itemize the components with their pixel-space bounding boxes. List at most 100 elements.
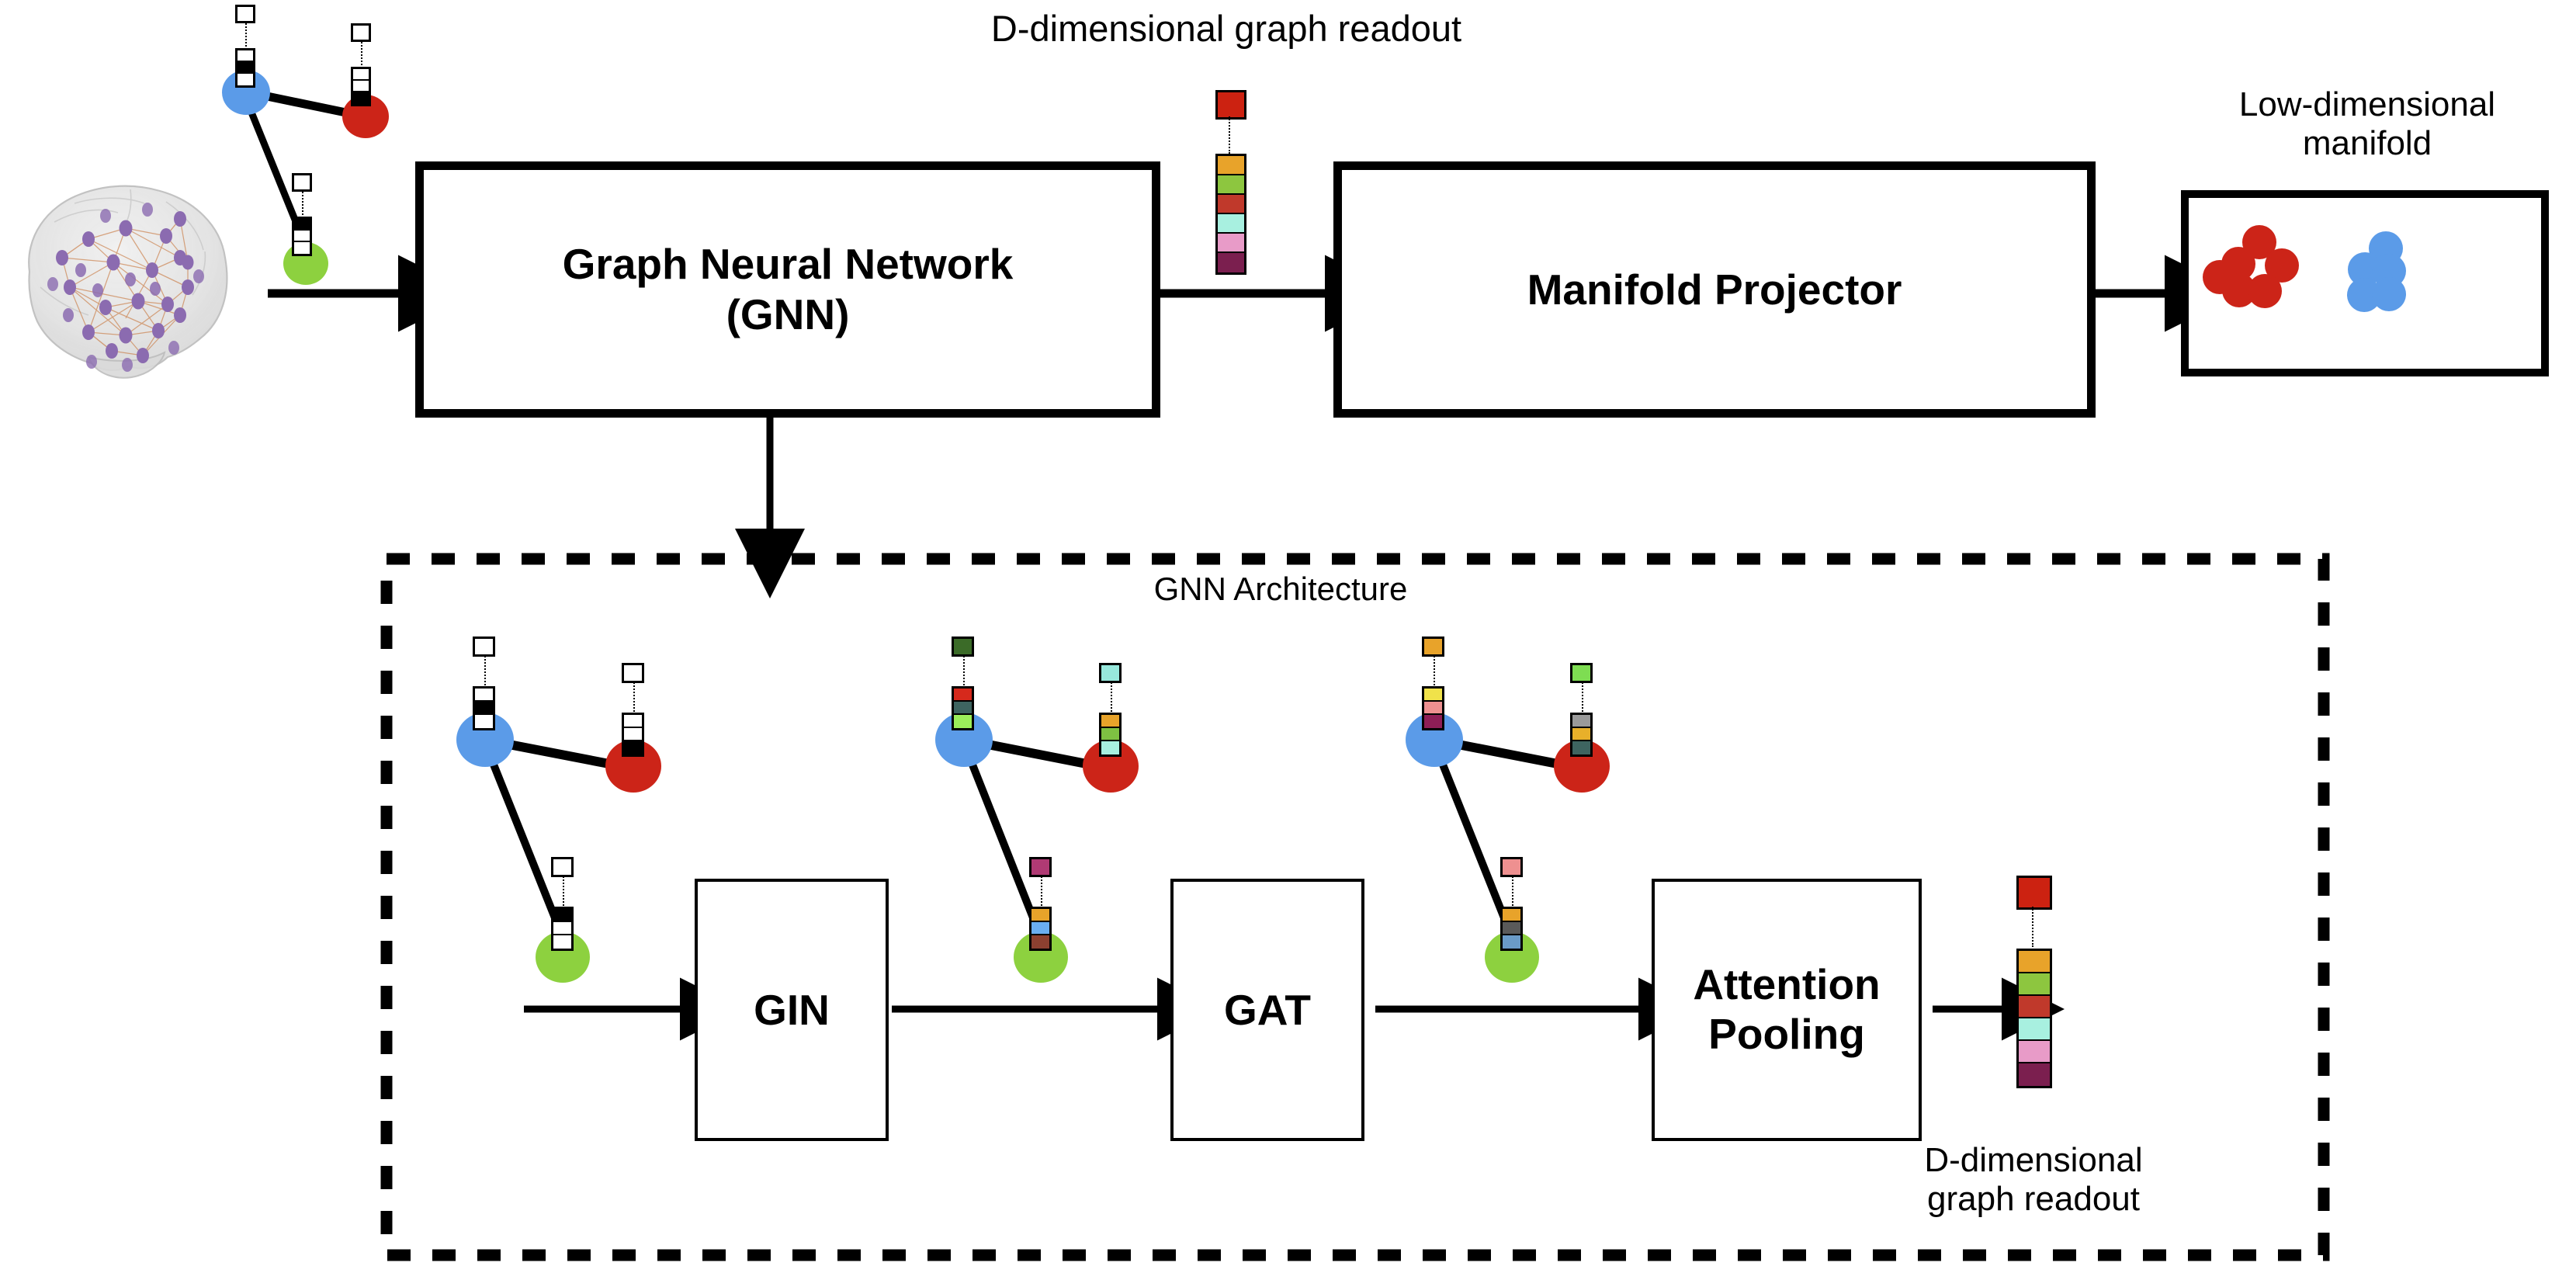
feature-cell <box>1503 935 1520 949</box>
feature-cell <box>294 231 310 242</box>
feature-cell <box>624 728 642 741</box>
readout-cell <box>2019 1018 2050 1041</box>
manifold-dot-blue <box>2372 277 2406 311</box>
stage2-blue-solo-cell <box>952 637 974 657</box>
feature-cell <box>1031 909 1049 922</box>
gin-block[interactable]: GIN <box>695 879 889 1141</box>
stage2-red-solo-cell <box>1099 663 1122 683</box>
feature-cell <box>475 702 493 715</box>
manifold-dot-red <box>2248 274 2282 308</box>
stage2-blue-feature-vector <box>952 686 974 730</box>
stage3-red-solo-cell <box>1570 663 1593 683</box>
readout-cell <box>2019 996 2050 1018</box>
feature-cell <box>353 69 369 81</box>
feature-cell <box>1031 935 1049 949</box>
feature-cell <box>553 922 571 935</box>
input-blue-solo-cell <box>235 5 255 23</box>
readout-cell <box>1218 195 1244 214</box>
gnn-architecture-dashed-border <box>380 553 2330 1261</box>
feature-cell <box>353 81 369 92</box>
input-green-solo-cell <box>292 173 312 192</box>
readout-cell <box>1218 175 1244 195</box>
gnn-architecture-container <box>380 553 2330 1261</box>
readout-cell <box>1218 214 1244 234</box>
top-readout-feature-vector <box>1215 154 1246 275</box>
readout-cell <box>1218 156 1244 175</box>
feature-cell <box>237 74 253 85</box>
bottom-readout-solo-cell <box>2016 876 2052 910</box>
input-blue-feature-vector <box>235 48 255 88</box>
stage2-red-feature-vector <box>1099 713 1122 757</box>
top-readout-label: D-dimensional graph readout <box>990 8 1462 49</box>
feature-cell <box>1101 715 1119 728</box>
bottom-readout-label: D-dimensional graph readout <box>1924 1141 2143 1219</box>
feature-cell <box>954 715 972 728</box>
stage3-blue-dotted-link <box>1434 650 1435 688</box>
stage2-green-solo-cell <box>1029 857 1052 877</box>
input-red-dotted-link <box>361 36 362 68</box>
bottom-readout-feature-vector <box>2016 949 2052 1088</box>
stage1-green-dotted-link <box>563 871 564 908</box>
input-green-dotted-link <box>302 186 303 218</box>
gin-block-label: GIN <box>754 986 830 1034</box>
gat-block-label: GAT <box>1223 986 1311 1034</box>
feature-cell <box>237 50 253 62</box>
stage1-red-solo-cell <box>622 663 644 683</box>
gnn-architecture-title: GNN Architecture <box>1153 571 1408 607</box>
stage1-green-feature-vector <box>551 907 574 951</box>
bottom-readout-dotted-link <box>2032 907 2033 947</box>
stage3-green-solo-cell <box>1500 857 1523 877</box>
feature-cell <box>1424 702 1442 715</box>
feature-cell <box>1572 715 1590 728</box>
feature-cell <box>624 741 642 754</box>
feature-cell <box>553 909 571 922</box>
readout-cell <box>2019 951 2050 973</box>
feature-cell <box>1101 728 1119 741</box>
manifold-label: Low-dimensional manifold <box>2238 85 2496 163</box>
top-readout-dotted-link <box>1229 116 1230 154</box>
readout-cell <box>2019 1063 2050 1086</box>
stage2-red-dotted-link <box>1111 677 1112 714</box>
stage1-blue-feature-vector <box>473 686 495 730</box>
feature-cell <box>1031 922 1049 935</box>
stage2-blue-dotted-link <box>963 650 965 688</box>
stage3-green-dotted-link <box>1512 871 1513 908</box>
feature-cell <box>294 242 310 254</box>
feature-cell <box>1503 922 1520 935</box>
stage1-red-feature-vector <box>622 713 644 757</box>
manifold-projector-block[interactable]: Manifold Projector <box>1333 161 2096 418</box>
stage1-green-solo-cell <box>551 857 574 877</box>
gnn-block[interactable]: Graph Neural Network (GNN) <box>415 161 1160 418</box>
readout-cell <box>2019 973 2050 996</box>
stage3-blue-solo-cell <box>1422 637 1444 657</box>
brain-connectome-icon <box>14 171 247 380</box>
gat-block[interactable]: GAT <box>1170 879 1364 1141</box>
input-red-feature-vector <box>351 67 371 106</box>
feature-cell <box>1572 728 1590 741</box>
feature-cell <box>1572 741 1590 754</box>
feature-cell <box>475 689 493 702</box>
input-blue-dotted-link <box>245 17 247 50</box>
top-readout-solo-cell <box>1215 90 1246 120</box>
feature-cell <box>553 935 571 949</box>
feature-cell <box>624 715 642 728</box>
input-green-feature-vector <box>292 217 312 256</box>
input-red-solo-cell <box>351 23 371 42</box>
feature-cell <box>954 702 972 715</box>
feature-cell <box>1101 741 1119 754</box>
stage1-blue-solo-cell <box>473 637 495 657</box>
feature-cell <box>353 92 369 104</box>
readout-cell <box>1218 234 1244 253</box>
feature-cell <box>1424 689 1442 702</box>
feature-cell <box>294 219 310 231</box>
feature-cell <box>237 62 253 74</box>
attention-pooling-label: Attention Pooling <box>1693 960 1881 1058</box>
readout-cell <box>1218 253 1244 272</box>
stage1-blue-dotted-link <box>484 650 486 688</box>
feature-cell <box>1503 909 1520 922</box>
stage3-blue-feature-vector <box>1422 686 1444 730</box>
attention-pooling-block[interactable]: Attention Pooling <box>1652 879 1922 1141</box>
stage3-red-dotted-link <box>1582 677 1583 714</box>
manifold-projector-label: Manifold Projector <box>1527 265 1902 314</box>
